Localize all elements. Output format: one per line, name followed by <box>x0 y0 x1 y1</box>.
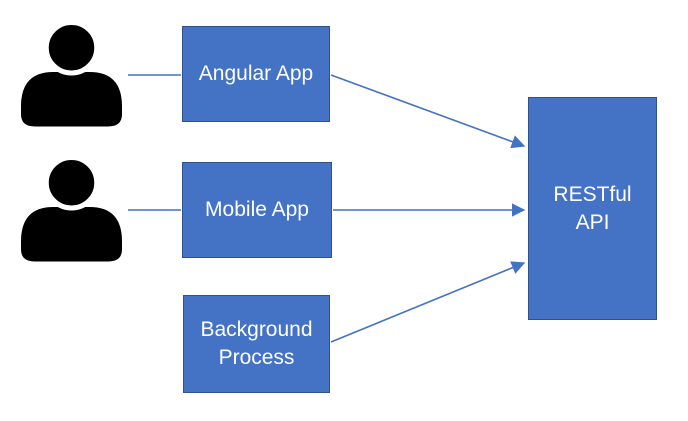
arrow-angular-api <box>330 74 526 149</box>
node-label: Background Process <box>200 318 313 369</box>
node-mobile-app: Mobile App <box>182 162 332 258</box>
node-background-process: Background Process <box>183 295 330 393</box>
arrow-background-api <box>330 261 526 343</box>
actor-user-1 <box>21 19 122 128</box>
person-icon <box>21 19 122 127</box>
node-angular-app: Angular App <box>182 26 330 122</box>
node-label: RESTful API <box>553 182 632 234</box>
person-icon <box>21 154 122 262</box>
actor-user-2 <box>21 154 122 263</box>
node-label: Mobile App <box>205 198 309 221</box>
node-label: Angular App <box>198 62 314 85</box>
node-restful-api: RESTful API <box>528 97 657 320</box>
